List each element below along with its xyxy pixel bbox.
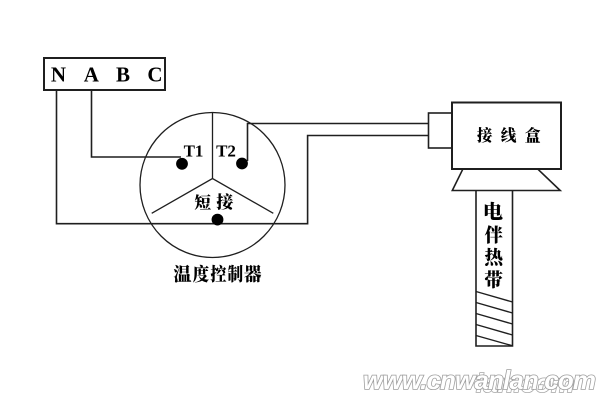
svg-text:lan.com: lan.com xyxy=(476,368,574,398)
svg-text:C: C xyxy=(147,63,162,87)
svg-text:B: B xyxy=(116,63,130,87)
svg-text:T1: T1 xyxy=(184,142,204,161)
svg-text:www.cnwanlan.com: www.cnwanlan.com xyxy=(363,365,596,395)
svg-text:N: N xyxy=(51,63,66,87)
svg-text:T2: T2 xyxy=(216,142,236,161)
svg-text:A: A xyxy=(84,63,100,87)
